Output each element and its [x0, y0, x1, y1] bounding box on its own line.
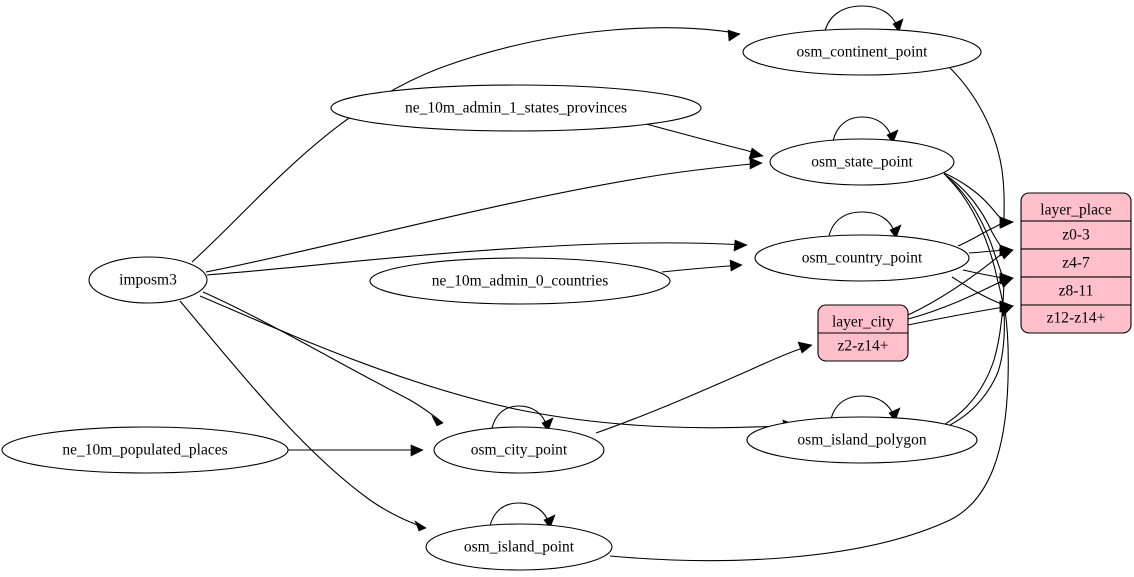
- edge-self-loop-osm-continent-point: [823, 5, 904, 36]
- edge-self-loop-osm-state-point: [831, 116, 899, 147]
- record-node-layer-city[interactable]: layer_city z2-z14+: [817, 304, 909, 362]
- edge-layer-city-to-layer-place-z4-7: [907, 248, 1014, 316]
- node-osm-country-point[interactable]: osm_country_point: [754, 234, 970, 282]
- node-osm-state-point[interactable]: osm_state_point: [769, 138, 955, 186]
- edge-osm-island-point-to-layer-place-z12-z14: [609, 304, 1014, 562]
- layer-city-row-z2-z14[interactable]: [817, 332, 909, 362]
- layer-place-row-z12-z14[interactable]: [1020, 304, 1132, 334]
- edge-self-loop-osm-city-point: [490, 405, 554, 434]
- node-osm-city-point[interactable]: osm_city_point: [433, 426, 605, 474]
- node-layer: imposm3 ne_10m_admin_1_states_provinces …: [1, 28, 1132, 571]
- node-ne-10m-admin-1-states-provinces[interactable]: ne_10m_admin_1_states_provinces: [330, 84, 702, 132]
- edge-self-loop-osm-country-point: [827, 211, 902, 242]
- layer-place-row-z8-11[interactable]: [1020, 276, 1132, 306]
- edge-imposm3-to-osm-continent-point: [191, 27, 741, 263]
- node-ne-10m-populated-places[interactable]: ne_10m_populated_places: [1, 426, 289, 474]
- edge-ne-populated-places-to-osm-city-point: [288, 444, 424, 457]
- node-osm-island-polygon[interactable]: osm_island_polygon: [746, 416, 978, 464]
- edge-ne-admin-1-to-osm-state-point: [645, 123, 764, 160]
- edge-layer: [179, 5, 1014, 562]
- node-ne-10m-admin-0-countries[interactable]: ne_10m_admin_0_countries: [369, 257, 671, 305]
- edge-osm-city-point-to-layer-city-z2-z14: [595, 341, 813, 434]
- node-osm-island-point[interactable]: osm_island_point: [425, 523, 613, 571]
- edge-layer-city-to-layer-place-z12-z14: [907, 300, 1014, 326]
- layer-city-title-cell: [817, 304, 909, 334]
- edge-imposm3-to-osm-state-point: [205, 157, 763, 273]
- node-osm-continent-point[interactable]: osm_continent_point: [742, 28, 982, 76]
- edge-self-loop-osm-island-polygon: [829, 395, 901, 425]
- node-imposm3[interactable]: imposm3: [88, 256, 208, 304]
- edge-osm-country-point-to-layer-place-z0-3: [957, 216, 1014, 247]
- edge-osm-continent-point-to-layer-place-z0-3: [947, 65, 1014, 229]
- edge-self-loop-osm-island-point: [488, 502, 556, 532]
- record-node-layer-place[interactable]: layer_place z0-3 z4-7 z8-11 z12-z14+: [1020, 192, 1132, 334]
- edge-imposm3-to-osm-country-point: [206, 239, 748, 276]
- layer-place-title-cell: [1020, 192, 1132, 222]
- layer-place-row-z0-3[interactable]: [1020, 220, 1132, 250]
- edge-layer-city-to-layer-place-z8-11: [907, 276, 1014, 320]
- edge-imposm3-to-osm-city-point: [202, 291, 444, 427]
- edge-osm-island-polygon-to-layer-place-z12-z14: [943, 303, 1014, 429]
- edge-ne-admin-0-to-osm-country-point: [661, 259, 743, 273]
- edge-imposm3-to-osm-island-polygon: [199, 295, 796, 432]
- layer-place-row-z4-7[interactable]: [1020, 248, 1132, 278]
- edge-imposm3-to-osm-island-point: [179, 300, 427, 532]
